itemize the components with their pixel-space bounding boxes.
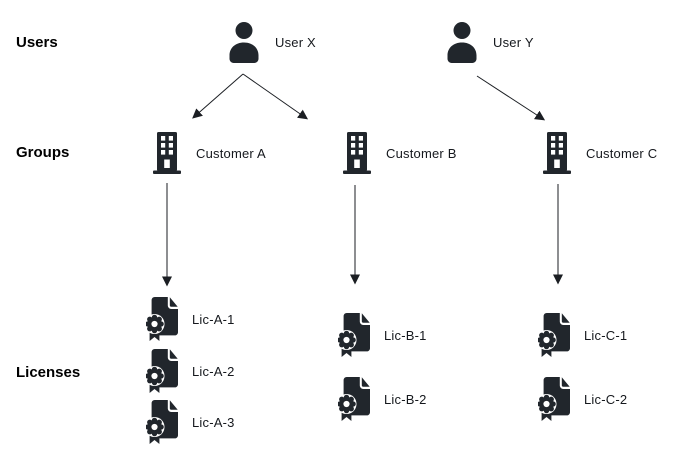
node-label: User X: [275, 34, 316, 50]
node-label: Customer C: [586, 145, 658, 161]
arrow-userx-customerb: [242, 73, 309, 120]
node-lic-b-1: Lic-B-1: [338, 313, 427, 358]
node-lic-a-3: Lic-A-3: [146, 400, 235, 445]
node-label: Lic-B-1: [384, 328, 427, 343]
certificate-icon: [538, 313, 571, 358]
row-label-licenses: Licenses: [16, 364, 81, 381]
certificate-icon: [338, 377, 371, 422]
node-label: Lic-C-2: [584, 392, 628, 407]
person-icon: [444, 21, 480, 63]
certificate-icon: [146, 400, 179, 445]
node-lic-c-2: Lic-C-2: [538, 377, 627, 422]
building-icon: [341, 132, 373, 174]
node-label: User Y: [493, 34, 534, 50]
node-lic-b-2: Lic-B-2: [338, 377, 427, 422]
arrow-userx-customera: [192, 73, 244, 119]
node-label: Customer A: [196, 145, 266, 161]
node-customer-b: Customer B: [341, 132, 457, 174]
arrow-usery-customerc: [476, 75, 546, 121]
node-label: Lic-A-3: [192, 415, 235, 430]
node-user-x: User X: [226, 21, 316, 63]
node-label: Lic-A-2: [192, 364, 235, 379]
person-icon: [226, 21, 262, 63]
building-icon: [541, 132, 573, 174]
certificate-icon: [146, 349, 179, 394]
node-label: Lic-C-1: [584, 328, 628, 343]
node-user-y: User Y: [444, 21, 534, 63]
row-label-users: Users: [16, 34, 58, 51]
row-label-groups: Groups: [16, 144, 70, 161]
building-icon: [151, 132, 183, 174]
node-lic-a-2: Lic-A-2: [146, 349, 235, 394]
node-label: Lic-B-2: [384, 392, 427, 407]
node-customer-a: Customer A: [151, 132, 266, 174]
node-customer-c: Customer C: [541, 132, 657, 174]
certificate-icon: [338, 313, 371, 358]
node-lic-a-1: Lic-A-1: [146, 297, 235, 342]
certificate-icon: [146, 297, 179, 342]
certificate-icon: [538, 377, 571, 422]
node-lic-c-1: Lic-C-1: [538, 313, 627, 358]
node-label: Lic-A-1: [192, 312, 235, 327]
node-label: Customer B: [386, 145, 457, 161]
